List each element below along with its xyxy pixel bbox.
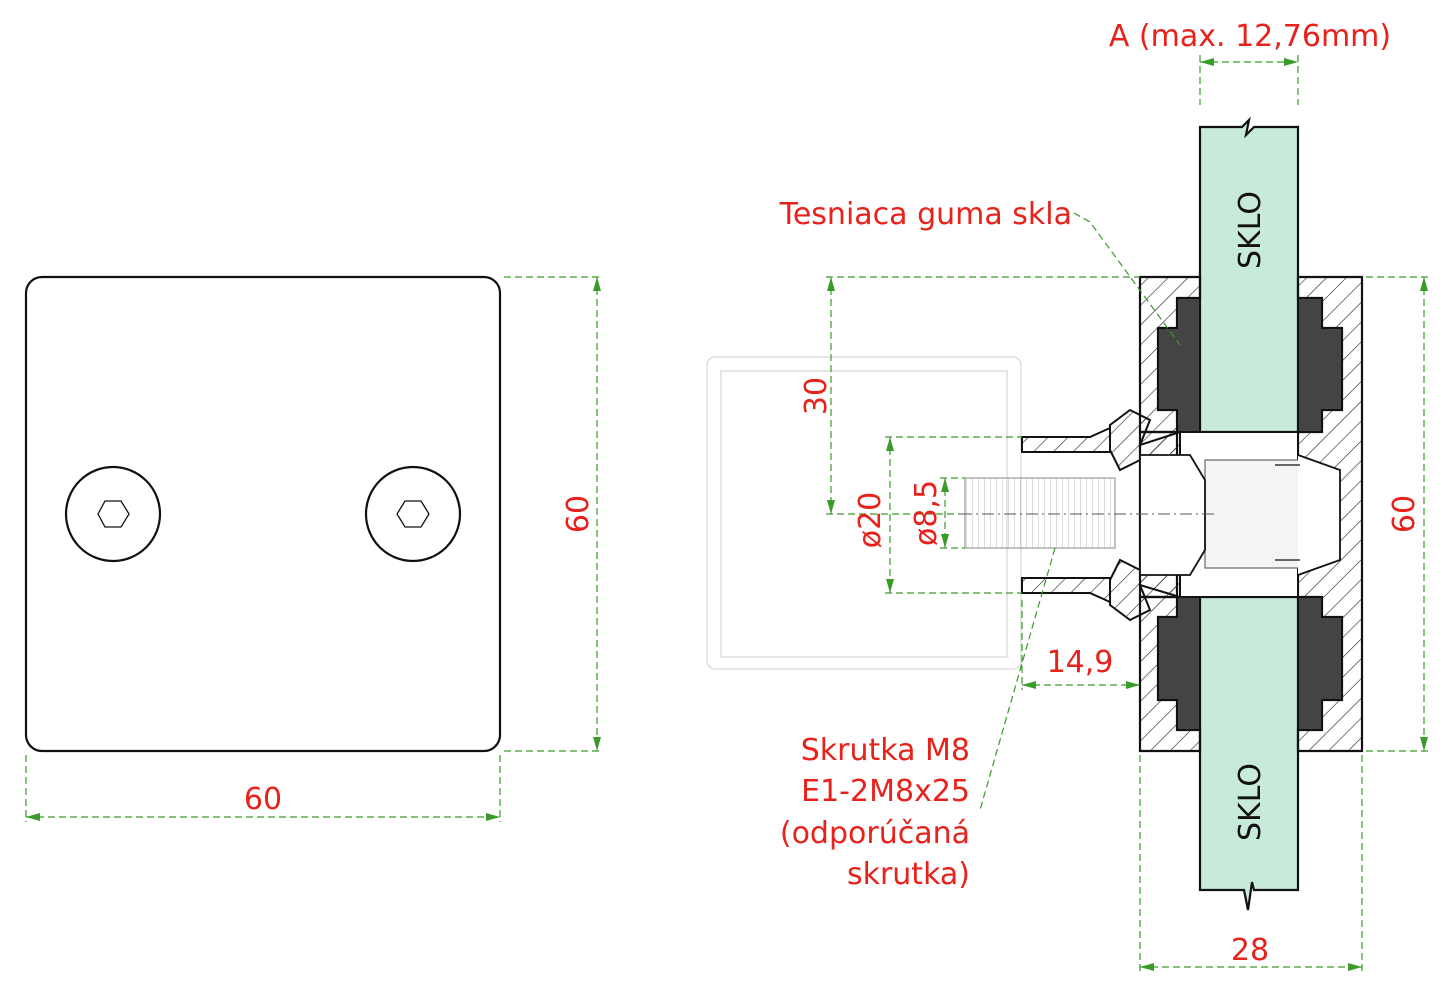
screw-leader-line xyxy=(979,547,1056,811)
gasket-label: Tesniaca guma skla xyxy=(779,197,1072,232)
front-width-dimension xyxy=(25,755,501,822)
gasket-leader-line xyxy=(1073,212,1181,346)
glass-thickness-dimension xyxy=(1199,55,1299,105)
glass-thickness-label: A (max. 12,76mm) xyxy=(1109,19,1391,54)
spacer-body xyxy=(1021,408,1206,622)
hex-socket-icon xyxy=(396,500,430,528)
glass-label-bottom: SKLO xyxy=(1233,763,1268,841)
glass-panel-bottom xyxy=(1198,595,1300,911)
center-connector xyxy=(1179,431,1341,598)
offset-dimension xyxy=(826,276,1140,515)
gasket-top-left xyxy=(1157,297,1201,433)
screw-label-line-4: skrutka) xyxy=(847,857,970,892)
outer-diameter-label: ø20 xyxy=(853,492,888,549)
depth-dimension xyxy=(1139,755,1363,972)
inner-diameter-dimension xyxy=(940,477,965,549)
front-height-dimension xyxy=(504,276,602,752)
screw-shaft xyxy=(960,477,1215,549)
screw-label-line-3: (odporúčaná xyxy=(780,816,970,851)
bolt-right xyxy=(364,465,462,563)
gasket-bottom-left xyxy=(1157,596,1201,731)
front-plate xyxy=(24,275,502,753)
bolt-left xyxy=(64,465,162,563)
front-view: 60 60 xyxy=(24,275,602,822)
hex-socket-icon xyxy=(97,500,130,528)
section-height-label: 60 xyxy=(1387,495,1422,533)
projection-label: 14,9 xyxy=(1047,645,1114,680)
outer-diameter-dimension xyxy=(885,436,1022,594)
front-height-label: 60 xyxy=(561,495,596,533)
glass-panel-top xyxy=(1198,116,1300,434)
depth-label: 28 xyxy=(1231,933,1269,968)
offset-label: 30 xyxy=(799,377,834,415)
section-view: A (max. 12,76mm) SKLO SKLO Tesniaca guma… xyxy=(706,19,1430,972)
glass-label-top: SKLO xyxy=(1233,191,1268,269)
screw-label: Skrutka M8 E1-2M8x25 (odporúčaná skrutka… xyxy=(780,733,970,892)
gasket-top-right xyxy=(1297,297,1343,433)
screw-label-line-1: Skrutka M8 xyxy=(801,733,970,768)
screw-label-line-2: E1-2M8x25 xyxy=(801,774,970,809)
projection-dimension xyxy=(1021,600,1140,690)
section-height-dimension xyxy=(1366,276,1430,752)
inner-diameter-label: ø8,5 xyxy=(909,480,944,546)
front-width-label: 60 xyxy=(244,782,282,817)
rubber-gaskets xyxy=(1157,297,1343,731)
gasket-bottom-right xyxy=(1297,596,1343,731)
